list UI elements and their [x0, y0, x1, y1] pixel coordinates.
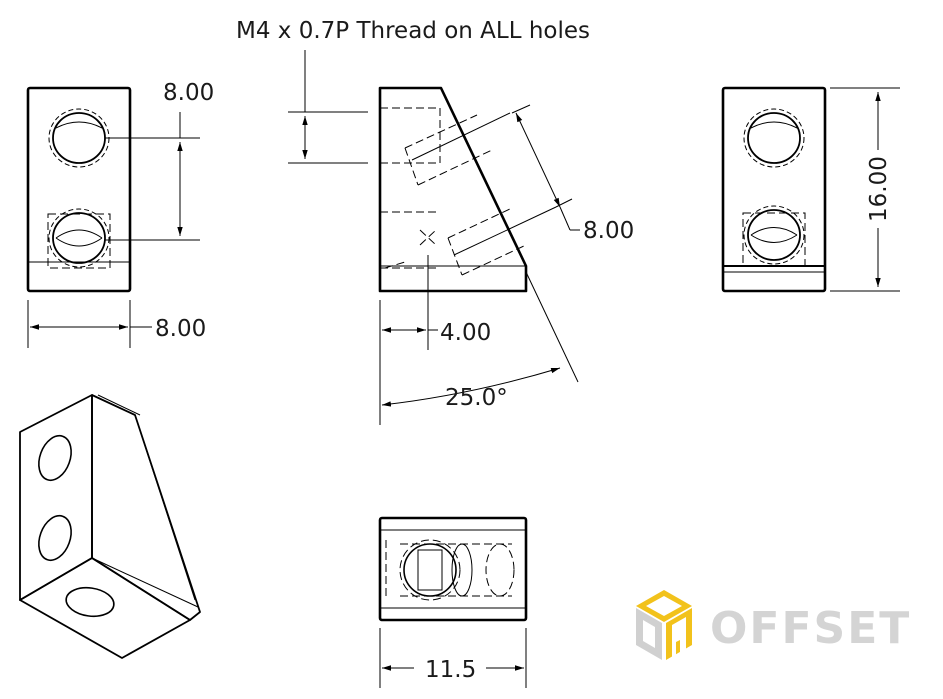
offset-logo-text: OFFSET [710, 603, 911, 654]
side-view [378, 86, 557, 293]
bottom-view [378, 516, 528, 622]
isometric-view [19, 394, 201, 659]
bottom-dims: 11.5 [379, 628, 527, 688]
offset-logo: OFFSET [636, 590, 911, 660]
rear-view [721, 86, 827, 293]
front-hole-spacing-label: 8.00 [163, 80, 214, 106]
front-dims: 8.00 8.00 [27, 80, 214, 348]
side-angle-label: 25.0° [445, 385, 508, 411]
side-hole-offset-label: 4.00 [440, 320, 491, 346]
rear-height-label: 16.00 [866, 156, 892, 222]
rear-dims: 16.00 [830, 87, 900, 292]
side-slant-spacing-label: 8.00 [583, 218, 634, 244]
front-width-label: 8.00 [155, 316, 206, 342]
offset-cube-icon [636, 590, 692, 660]
thread-note: M4 x 0.7P Thread on ALL holes [236, 18, 590, 44]
side-dims: 8.00 4.00 25.0° [288, 50, 634, 425]
bottom-length-label: 11.5 [425, 657, 476, 683]
front-view [26, 86, 132, 293]
